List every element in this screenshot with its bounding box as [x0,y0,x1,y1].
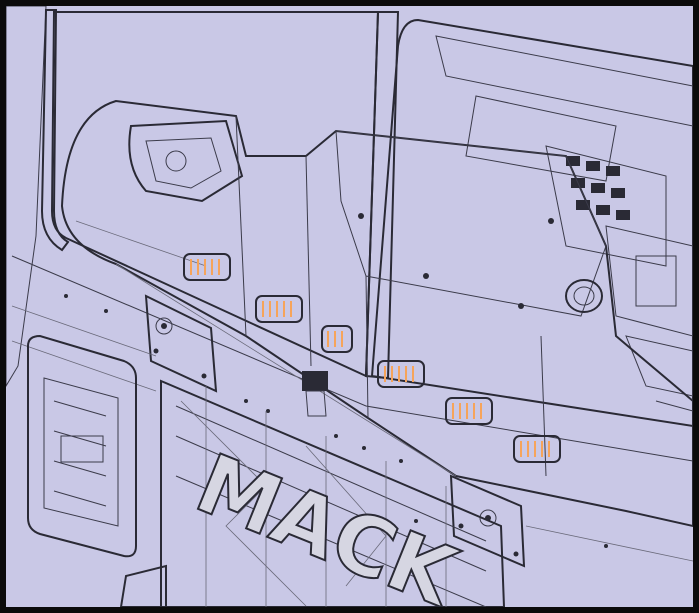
air-vent [255,295,303,323]
air-vent [183,253,231,281]
cab-cutaway-drawing: MACK [6,6,693,607]
bottom-step [119,564,167,607]
side-storage-panel [27,334,137,558]
cab-side-shadow [6,6,47,387]
rear-trim-upper-cap [335,130,607,317]
mounting-bracket-left [144,294,218,393]
air-vent [321,325,353,353]
speaker-pod [128,119,244,203]
center-window-pillar [364,11,400,380]
cab-interior [435,35,693,397]
body-rivets [64,294,608,548]
window-lower-seam [11,255,693,462]
pillar-latch [302,371,328,417]
air-vent [513,435,561,463]
right-rear-window [370,18,693,428]
air-vent [445,397,493,425]
left-window-frame [40,9,70,252]
air-vent [377,360,425,388]
highlighted-rear-trim-panel [60,99,693,528]
air-vents [183,253,561,463]
round-port [565,279,603,313]
